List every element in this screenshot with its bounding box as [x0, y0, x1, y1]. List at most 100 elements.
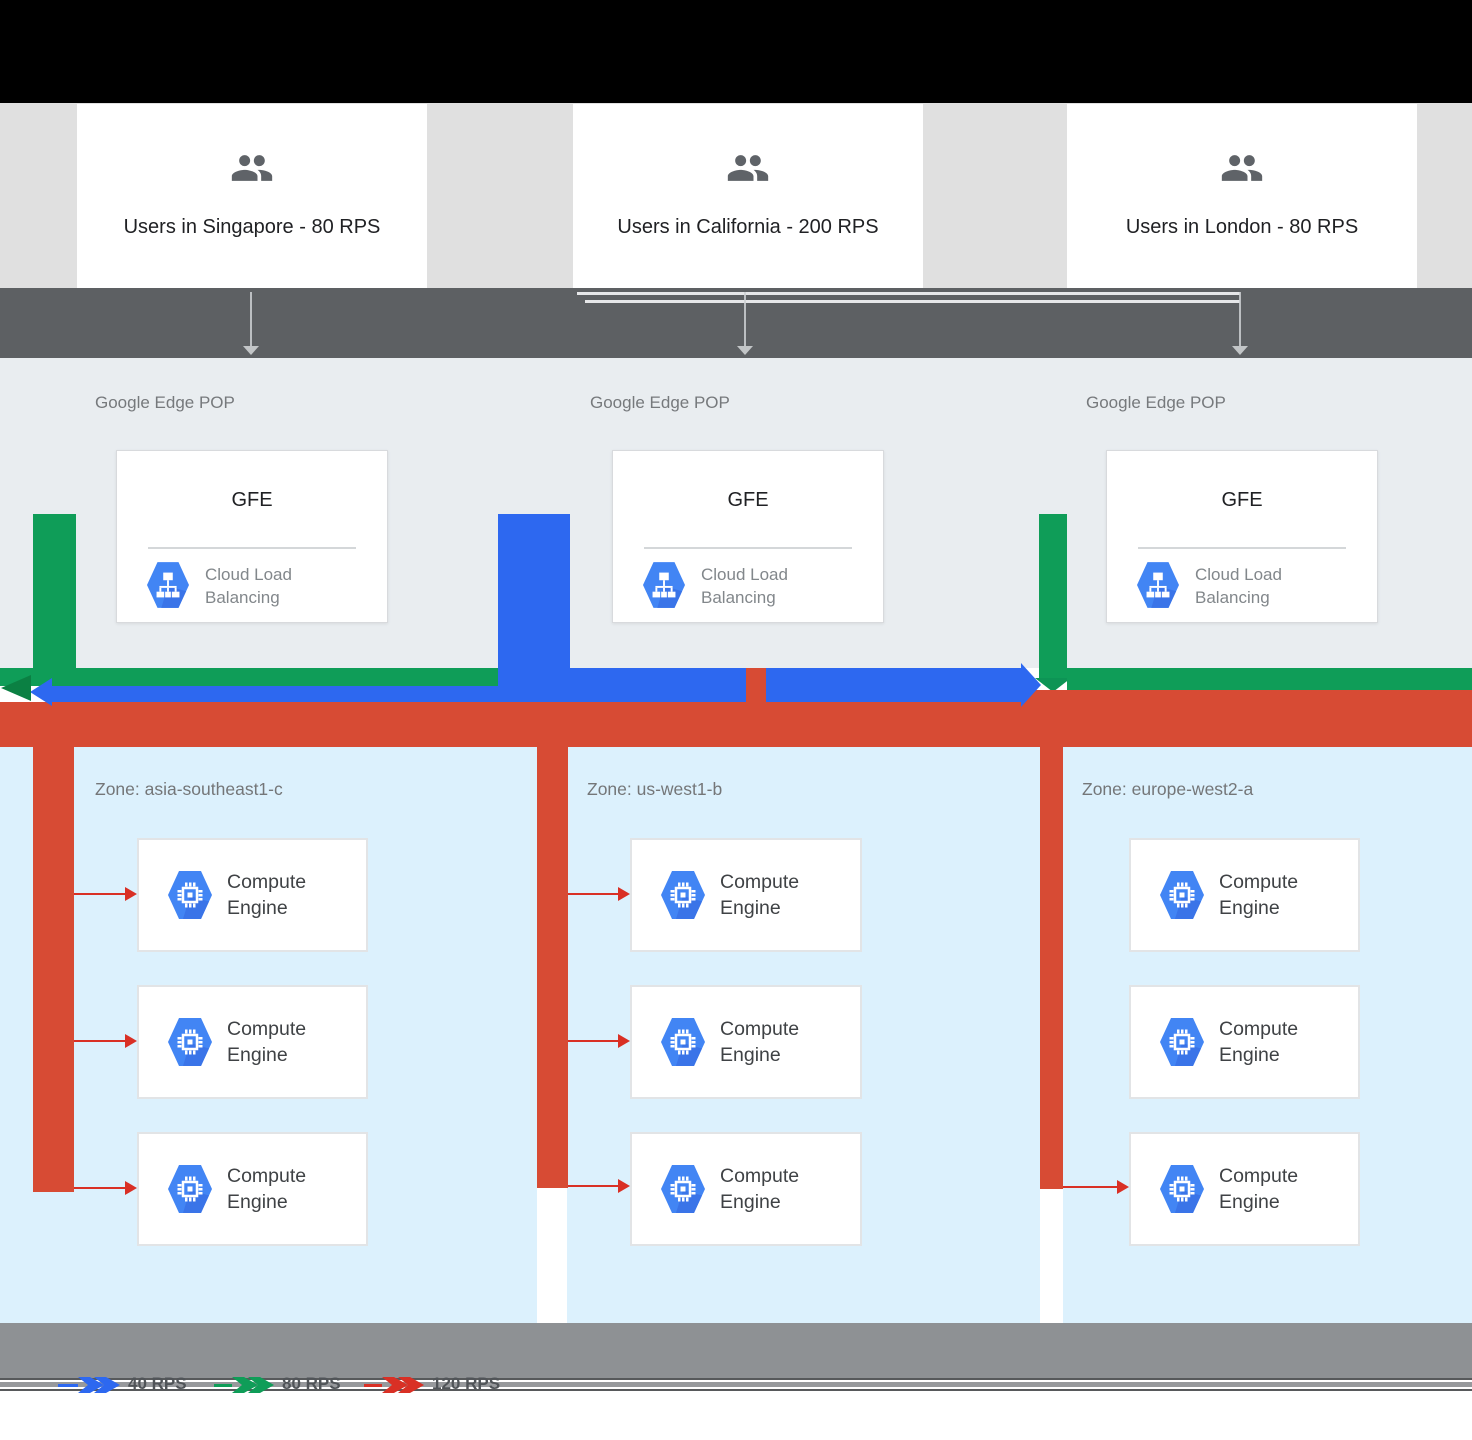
flow-red-vertical-asia	[33, 747, 74, 1192]
legend-label-blue: 40 RPS	[128, 1374, 187, 1393]
compute-engine-icon	[168, 1165, 212, 1213]
flow-green-band-right	[1067, 668, 1472, 690]
gfe-service-label: Cloud Load Balancing	[1195, 565, 1282, 607]
divider	[644, 547, 852, 549]
user-card-california: Users in California - 200 RPS	[573, 104, 923, 288]
compute-engine-label: Compute Engine	[1219, 1018, 1299, 1066]
edge-pop-label: Google Edge POP	[95, 393, 235, 412]
compute-engine-box: Compute Engine	[1129, 985, 1360, 1099]
legend-label-red: 120 RPS	[432, 1374, 501, 1393]
compute-engine-icon	[168, 1018, 212, 1066]
gfe-title: GFE	[231, 489, 273, 511]
flow-blue-right-arrow-icon	[1021, 663, 1041, 707]
arrow-head-icon	[125, 887, 137, 901]
user-card-singapore: Users in Singapore - 80 RPS	[77, 104, 427, 288]
user-card-label: Users in California - 200 RPS	[617, 216, 879, 238]
gfe-box-california: GFE Cloud Load Balancing	[612, 450, 884, 623]
arrow-line	[74, 893, 126, 895]
arrow-line	[1063, 1186, 1118, 1188]
compute-engine-box: Compute Engine	[630, 1132, 862, 1246]
compute-engine-icon	[661, 1018, 705, 1066]
arrow-head-icon	[125, 1181, 137, 1195]
connector-line	[577, 292, 1240, 295]
connector-drop-line	[1239, 292, 1241, 346]
compute-engine-label: Compute Engine	[227, 871, 307, 919]
edge-pop-label: Google Edge POP	[1086, 393, 1226, 412]
edge-pop-label: Google Edge POP	[590, 393, 730, 412]
legend-arrow-green-icon	[232, 1377, 274, 1393]
legend-rule-line	[0, 1378, 1472, 1380]
cloud-load-balancing-icon	[643, 562, 685, 608]
legend-arrow-red-icon	[382, 1377, 424, 1393]
zone-label-uswest: Zone: us-west1-b	[587, 779, 723, 799]
down-arrow-icon	[1232, 346, 1248, 355]
down-arrow-icon	[737, 346, 753, 355]
user-card-london: Users in London - 80 RPS	[1067, 104, 1417, 288]
gfe-title: GFE	[727, 489, 769, 511]
compute-engine-label: Compute Engine	[227, 1165, 307, 1213]
arrow-line	[568, 893, 619, 895]
people-icon	[231, 155, 273, 181]
compute-engine-box: Compute Engine	[137, 985, 368, 1099]
compute-engine-label: Compute Engine	[1219, 871, 1299, 919]
arrow-head-icon	[1117, 1180, 1129, 1194]
arrow-head-icon	[618, 1179, 630, 1193]
legend-rule-line	[0, 1389, 1472, 1391]
flow-red-notch-california	[746, 668, 766, 702]
arrow-line	[74, 1040, 126, 1042]
people-icon	[727, 155, 769, 181]
compute-engine-box: Compute Engine	[1129, 1132, 1360, 1246]
flow-red-vertical-europe	[1040, 747, 1063, 1189]
bottom-gray-bar	[0, 1323, 1472, 1378]
legend-lead-line	[214, 1384, 232, 1387]
compute-engine-box: Compute Engine	[137, 838, 368, 952]
cloud-load-balancing-icon	[1137, 562, 1179, 608]
arrow-line	[74, 1187, 126, 1189]
zone-label-europe: Zone: europe-west2-a	[1082, 779, 1254, 799]
compute-engine-label: Compute Engine	[1219, 1165, 1299, 1213]
user-card-label: Users in London - 80 RPS	[1125, 216, 1359, 238]
compute-engine-box: Compute Engine	[630, 985, 862, 1099]
compute-engine-icon	[661, 871, 705, 919]
down-arrow-icon	[243, 346, 259, 355]
flow-blue-left-arrow-icon	[30, 678, 52, 706]
connector-band	[0, 288, 1472, 358]
gfe-title: GFE	[1221, 489, 1263, 511]
gfe-box-singapore: GFE Cloud Load Balancing	[116, 450, 388, 623]
connector-drop-line	[744, 292, 746, 346]
gfe-service-label: Cloud Load Balancing	[205, 565, 292, 607]
flow-red-band-left	[0, 702, 746, 747]
connector-line	[585, 300, 1240, 303]
legend-arrow-blue-icon	[78, 1377, 120, 1393]
legend-lead-line	[58, 1384, 78, 1387]
compute-engine-icon	[1160, 1165, 1204, 1213]
arrow-line	[568, 1040, 619, 1042]
flow-blue-band-left	[52, 686, 498, 702]
connector-drop-line	[250, 292, 252, 346]
flow-green-band-left	[0, 668, 498, 686]
flow-blue-band-right	[570, 668, 1023, 702]
divider	[148, 547, 356, 549]
arrow-head-icon	[125, 1034, 137, 1048]
compute-engine-label: Compute Engine	[227, 1018, 307, 1066]
zone-label-asia: Zone: asia-southeast1-c	[95, 779, 283, 799]
compute-engine-icon	[168, 871, 212, 919]
flow-green-down-arrow-icon	[1035, 678, 1071, 692]
divider	[1138, 547, 1346, 549]
compute-engine-label: Compute Engine	[720, 871, 800, 919]
compute-engine-icon	[1160, 871, 1204, 919]
compute-engine-icon	[661, 1165, 705, 1213]
user-card-label: Users in Singapore - 80 RPS	[123, 216, 381, 238]
arrow-head-icon	[618, 887, 630, 901]
people-icon	[1221, 155, 1263, 181]
cloud-load-balancing-icon	[147, 562, 189, 608]
flow-green-vertical-singapore	[33, 514, 76, 672]
compute-engine-icon	[1160, 1018, 1204, 1066]
flow-green-vertical-london	[1039, 514, 1067, 680]
top-black-bar	[0, 0, 1472, 103]
compute-engine-box: Compute Engine	[137, 1132, 368, 1246]
compute-engine-box: Compute Engine	[630, 838, 862, 952]
gfe-box-london: GFE Cloud Load Balancing	[1106, 450, 1378, 623]
legend-rule-line	[0, 1382, 1472, 1387]
